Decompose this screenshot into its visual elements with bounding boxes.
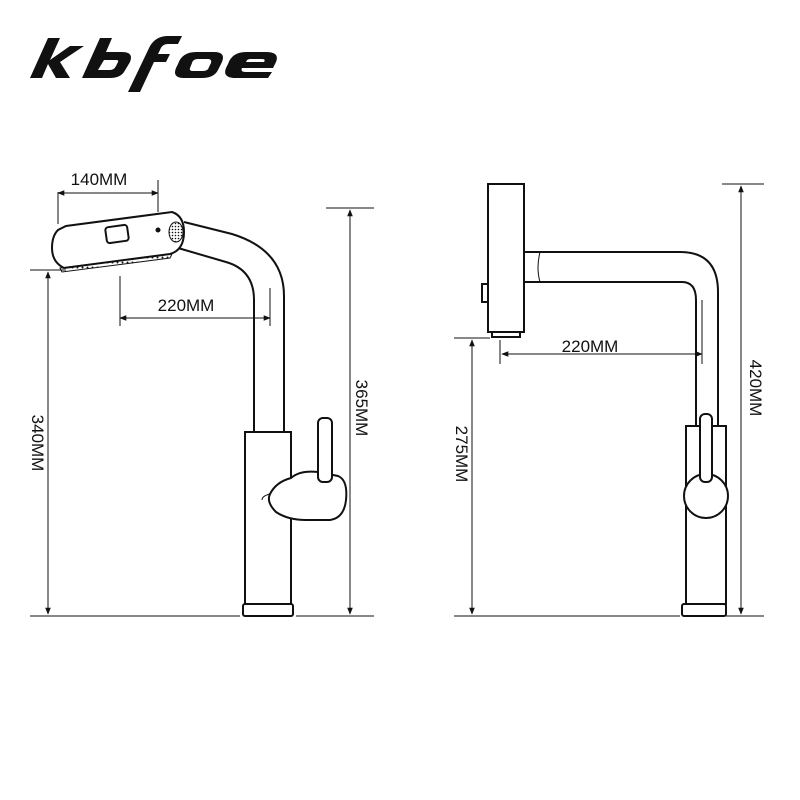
dim-label-spout-height-side: 340MM: [28, 415, 47, 472]
side-view: 140MM 220MM 340MM 365MM: [28, 170, 374, 617]
faucet-body: [244, 431, 292, 605]
dim-label-total-height-front: 420MM: [746, 360, 765, 417]
base-plate: [242, 603, 294, 617]
spout-neck-front-upper: [524, 251, 719, 426]
side-button: [481, 283, 489, 303]
dim-label-reach-front: 220MM: [562, 337, 619, 356]
lever-handle: [261, 417, 348, 521]
brand-logo: [30, 36, 277, 92]
dim-label-reach-side: 220MM: [158, 296, 215, 315]
spout-neck-inner: [183, 221, 285, 432]
aerator-mesh: [168, 221, 184, 243]
dim-label-spout-height-front: 275MM: [452, 426, 471, 483]
indicator-dot: [155, 227, 161, 233]
base-plate-front: [681, 603, 727, 617]
mode-display: [104, 223, 130, 245]
handle-knob-front: [683, 413, 729, 519]
spray-head-front: [481, 183, 525, 338]
dim-label-spout-length: 140MM: [71, 170, 128, 189]
dim-label-total-height-side: 365MM: [352, 380, 371, 437]
spray-head: [50, 210, 186, 273]
front-view: 220MM 275MM 420MM: [452, 183, 765, 617]
spout-neck-outer: [177, 247, 255, 432]
spout-neck-front-lower: [524, 281, 697, 426]
